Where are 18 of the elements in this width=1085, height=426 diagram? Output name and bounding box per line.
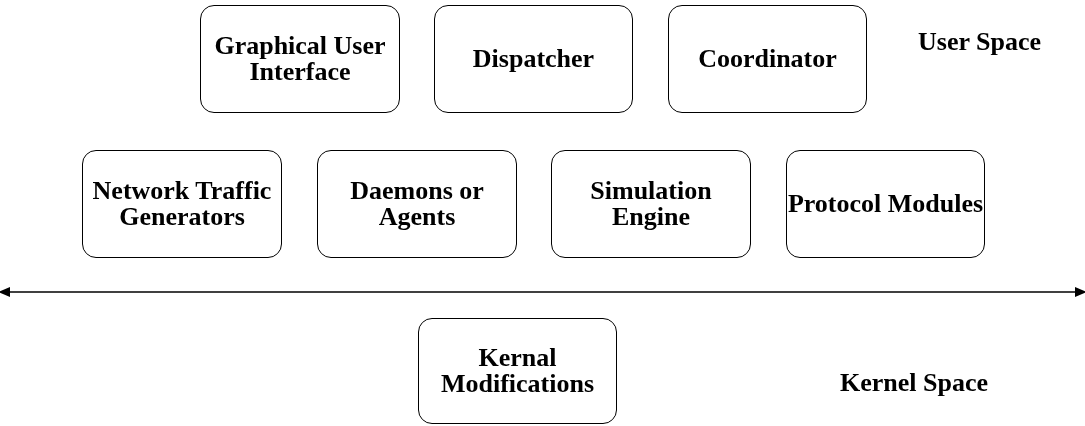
box-label: Simulation Engine — [589, 178, 713, 230]
process-box — [668, 5, 867, 113]
region-label: User Space — [918, 27, 1041, 57]
process-box — [786, 150, 985, 258]
box-label: Kernal Modifications — [439, 345, 596, 397]
process-box — [551, 150, 751, 258]
box-label: Graphical User Interface — [213, 33, 387, 85]
box-label: Dispatcher — [472, 46, 595, 72]
box-label: Daemons or Agents — [349, 178, 485, 230]
process-box — [200, 5, 400, 113]
process-box — [418, 318, 617, 424]
process-box — [82, 150, 282, 258]
box-label: Coordinator — [698, 46, 837, 72]
box-label: Network Traffic Generators — [91, 178, 273, 230]
process-box — [434, 5, 633, 113]
region-label: Kernel Space — [840, 368, 989, 398]
box-label: Protocol Modules — [787, 191, 984, 217]
process-box — [317, 150, 517, 258]
